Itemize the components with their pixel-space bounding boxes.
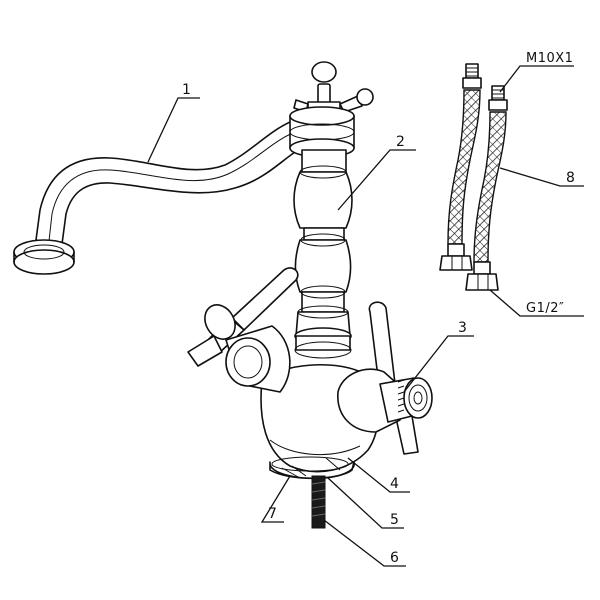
top-cross-handle: [293, 61, 374, 113]
leader-lines: [147, 65, 584, 567]
left-valve-handle: [187, 267, 299, 393]
callout-8: 8: [566, 170, 575, 186]
spout: [13, 117, 307, 275]
callout-3: 3: [458, 320, 467, 336]
base-ring: [269, 456, 355, 480]
callout-2: 2: [396, 134, 405, 150]
right-valve-handle: [337, 301, 433, 455]
callout-5: 5: [390, 512, 399, 528]
callout-1: 1: [182, 82, 191, 98]
callout-labels: 1 2 3 4 5 6 7 8 M10X1 G1/2″: [182, 51, 575, 566]
callout-7: 7: [268, 506, 277, 522]
callout-4: 4: [390, 476, 399, 492]
mounting-stud: [311, 457, 341, 529]
callout-6: 6: [390, 550, 399, 566]
flex-hose-right: [465, 85, 508, 291]
thread-label-bottom: G1/2″: [526, 301, 564, 316]
column-body: [289, 106, 355, 359]
flex-hose-left: [439, 63, 482, 271]
thread-label-top: M10X1: [526, 51, 573, 66]
